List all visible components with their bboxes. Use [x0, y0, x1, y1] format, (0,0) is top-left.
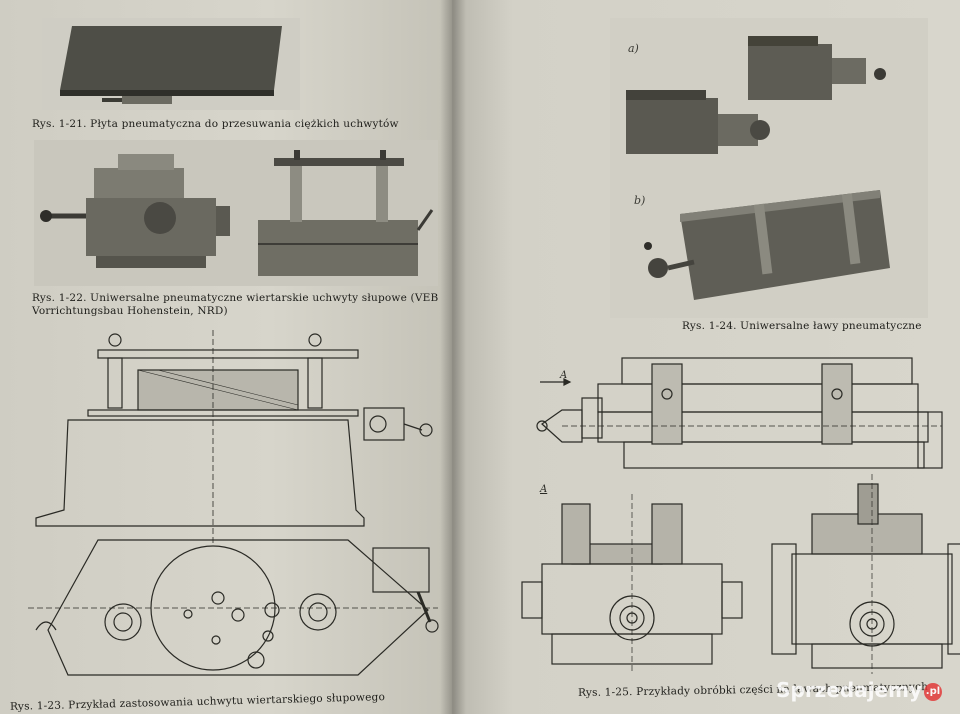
fig21-caption: Rys. 1-21. Płyta pneumatyczna do przesuw… — [32, 118, 399, 130]
pneumatic-plate-image — [60, 26, 282, 104]
fig22-caption: Rys. 1-22. Uniwersalne pneumatyczne wier… — [32, 292, 439, 317]
pneumatic-benches-image — [626, 36, 890, 300]
fig23-drawing — [28, 330, 439, 676]
drill-jig-image — [40, 150, 434, 276]
left-page: Rys. 1-21. Płyta pneumatyczna do przesuw… — [0, 0, 452, 714]
watermark-tld: .pl — [924, 682, 942, 701]
fig24-photo: a) b) — [610, 18, 928, 318]
fig24-caption: Rys. 1-24. Uniwersalne ławy pneumatyczne — [682, 320, 922, 332]
fig25-section-label-a: A — [540, 484, 548, 495]
fig21-photo — [42, 18, 300, 110]
watermark-logo: Sprzedajemy.pl — [776, 678, 942, 702]
fig24-label-a: a) — [628, 42, 639, 55]
watermark-brand: Sprzedajemy — [776, 678, 922, 702]
fig23-caption: Rys. 1-23. Przykład zastosowania uchwytu… — [9, 691, 386, 713]
right-page: a) b) Rys. 1-24. Uniwersalne ławy pneuma… — [452, 0, 960, 714]
fig25-drawing — [521, 357, 960, 674]
book-gutter — [440, 0, 466, 714]
fig24-label-b: b) — [634, 194, 646, 207]
fig22-photo — [34, 140, 438, 286]
fig25-arrow-label-a: A — [560, 370, 568, 381]
